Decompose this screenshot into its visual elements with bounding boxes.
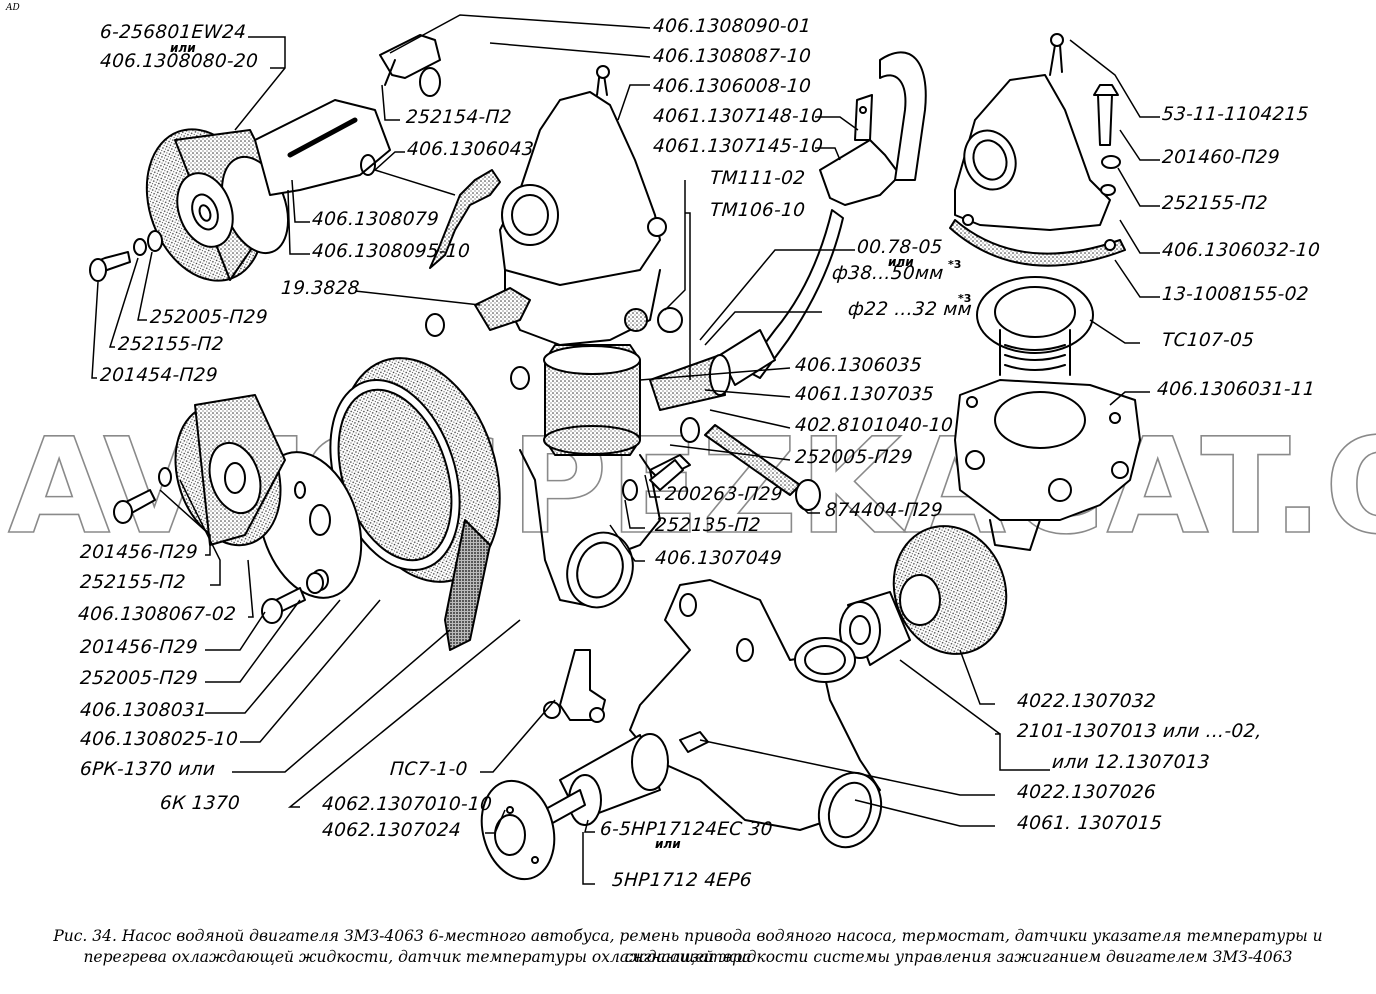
- callout-252155-p2: 252155-П2: [117, 334, 225, 355]
- callout-406-1308025-10: 406.1308025-10: [79, 729, 239, 750]
- temp-sensor-pipe: [649, 354, 731, 411]
- callout-12-1307013: или 12.1307013: [1051, 752, 1211, 773]
- pump-housing-lower: [629, 579, 883, 849]
- pump-body: [519, 344, 821, 609]
- callout-252155-p2: 252155-П2: [1161, 193, 1269, 214]
- callout-belt-6pk-1370: 6РК-1370 или: [79, 759, 216, 780]
- pressure-switch: [543, 649, 606, 723]
- thermostat-housing: [954, 379, 1141, 551]
- callout-252135-p2: 252135-П2: [654, 515, 762, 536]
- callout-tm106-10: ТМ106-10: [709, 200, 806, 221]
- callout-4061-1307015: 4061. 1307015: [1016, 813, 1163, 834]
- drive-belt: [444, 519, 491, 651]
- callout-4062-1307010-10: 4062.1307010-10: [321, 794, 493, 815]
- callout-6-5hp17124ec30: 6-5НР17124ЕС 30: [599, 819, 774, 840]
- figure-caption-line-2: перегрева охлаждающей жидкости, датчик т…: [83, 948, 1293, 966]
- callout-pc7-1-0: ПС7-1-0: [389, 759, 469, 780]
- callout-53-11-1104215: 53-11-1104215: [1161, 104, 1310, 125]
- callout-252154-p2: 252154-П2: [405, 107, 513, 128]
- callout-406-1306035: 406.1306035: [794, 355, 923, 376]
- footnote-mark: *3: [958, 292, 972, 305]
- bypass-hose: [719, 51, 927, 386]
- tensioner-bracket: [254, 34, 441, 196]
- callout-4022-1307026: 4022.1307026: [1016, 782, 1157, 803]
- callout-5hp17124ep6: 5НР1712 4ЕР6: [611, 870, 753, 891]
- tensioner-pulley-lower: [174, 394, 286, 547]
- callout-406-1308090-01: 406.1308090-01: [652, 16, 812, 37]
- callout-tm111-02: ТМ111-02: [709, 168, 806, 189]
- callout-406-1307049: 406.1307049: [654, 548, 783, 569]
- callout-6-256801EW24: 6-256801EW24: [99, 22, 247, 43]
- callout-406-1308095-10: 406.1308095-10: [311, 241, 471, 262]
- or-label: или: [888, 255, 914, 269]
- or-label: или: [170, 41, 196, 55]
- bolt-lower-left: [113, 467, 172, 524]
- callout-406-1306008-10: 406.1306008-10: [652, 76, 812, 97]
- callout-201454-p29: 201454-П29: [99, 365, 219, 386]
- thermostat-gasket: [949, 214, 1126, 267]
- callout-4061-1307148-10: 4061.1307148-10: [652, 106, 824, 127]
- callout-tc107-05: ТС107-05: [1161, 330, 1255, 351]
- pump-shaft: [480, 733, 669, 881]
- callout-4061-1307145-10: 4061.1307145-10: [652, 136, 824, 157]
- thermostat: [976, 276, 1094, 376]
- callout-200263-p29: 200263-П29: [664, 484, 784, 505]
- callout-4062-1307024: 4062.1307024: [321, 820, 462, 841]
- footnote-mark: *3: [948, 258, 962, 271]
- callout-201456-p29: 201456-П29: [79, 542, 199, 563]
- callout-406-1306043: 406.1306043: [406, 139, 535, 160]
- callout-406-1308031: 406.1308031: [79, 700, 208, 721]
- callout-4022-1307032: 4022.1307032: [1016, 691, 1157, 712]
- callout-406-1308080-20: 406.1308080-20: [99, 51, 259, 72]
- callout-406-1306031-11: 406.1306031-11: [1156, 379, 1316, 400]
- callout-19-3828: 19.3828: [280, 278, 361, 299]
- callout-belt-6k-1370: 6К 1370: [159, 793, 241, 814]
- callout-406-1308067-02: 406.1308067-02: [77, 604, 237, 625]
- callout-406-1306032-10: 406.1306032-10: [1161, 240, 1321, 261]
- corner-mark: AD: [6, 3, 20, 13]
- callout-252005-p29: 252005-П29: [794, 447, 914, 468]
- callout-402-8101040-10: 402.8101040-10: [794, 415, 954, 436]
- bolt-washers-upper: [89, 230, 163, 282]
- callout-406-1308087-10: 406.1308087-10: [652, 46, 812, 67]
- impeller: [892, 525, 1008, 655]
- thermostat-cover: [954, 33, 1121, 231]
- callout-252155-p2: 252155-П2: [79, 572, 187, 593]
- callout-874404-p29: 874404-П29: [824, 500, 944, 521]
- pump-pulley: [257, 357, 501, 599]
- callout-201460-p29: 201460-П29: [1161, 147, 1281, 168]
- pump-top-cover: [425, 65, 683, 390]
- tensioner-pulley-upper: [145, 128, 289, 282]
- callout-406-1308079: 406.1308079: [311, 209, 440, 230]
- shaft-seal: [839, 591, 911, 666]
- callout-13-1008155-02: 13-1008155-02: [1161, 284, 1310, 305]
- callout-4061-1307035: 4061.1307035: [794, 384, 935, 405]
- or-label: или: [655, 837, 681, 851]
- callout-201456-p29: 201456-П29: [79, 637, 199, 658]
- bolt-lower-pulley: [261, 572, 324, 624]
- callout-252005-p29: 252005-П29: [149, 307, 269, 328]
- callout-2101-1307013: 2101-1307013 или ...-02,: [1016, 721, 1263, 742]
- figure-caption-line-1: Рис. 34. Насос водяной двигателя ЗМЗ-406…: [53, 927, 1323, 966]
- callout-252005-p29: 252005-П29: [79, 668, 199, 689]
- callout-diam-38-50: ф38...50мм: [831, 263, 945, 284]
- leader-lines: [91, 14, 1160, 885]
- callout-diam-22-32: ф22 ...32 мм: [847, 299, 973, 320]
